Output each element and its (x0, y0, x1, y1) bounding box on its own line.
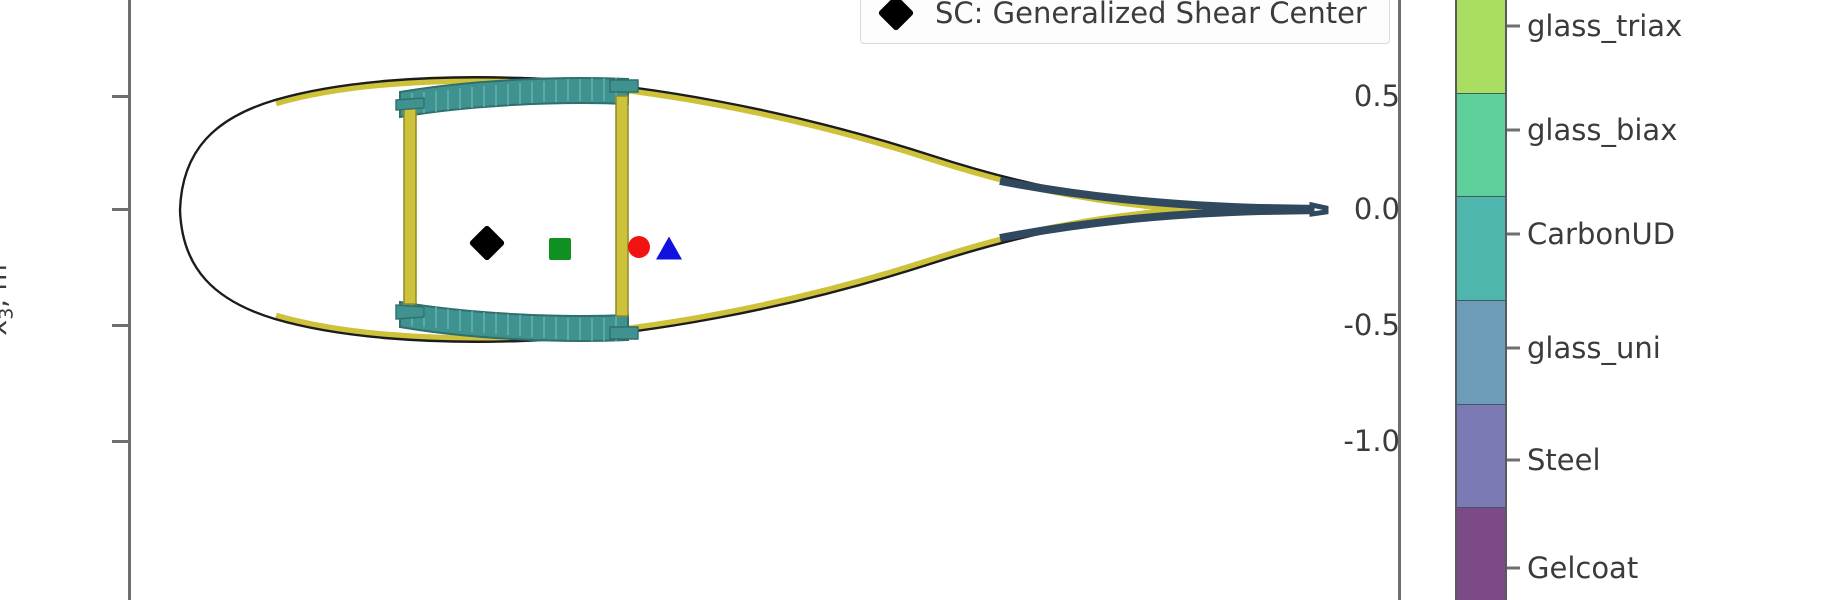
y-tick-label: 0.5 (1353, 79, 1400, 113)
y-tick-mark (112, 208, 128, 211)
y-tick-mark (112, 440, 128, 443)
colorbar-tick-mark (1507, 566, 1520, 570)
trailing-edge-upper-reinforcement (999, 177, 1323, 213)
colorbar-tick-mark (1507, 232, 1520, 236)
colorbar-segment-steel (1457, 404, 1505, 509)
colorbar-tick-label: glass_biax (1527, 113, 1678, 147)
airfoil-outline (178, 76, 1323, 343)
material-colorbar: glass_triax glass_biax CarbonUD glass_un… (1455, 0, 1835, 600)
colorbar-segment-carbonud (1457, 197, 1505, 301)
trailing-edge-lower-reinforcement (999, 206, 1323, 242)
shear-web-aft (615, 95, 629, 317)
axis-spine-left (128, 0, 131, 600)
spar-cap-hatching (411, 78, 617, 341)
colorbar-tick-label: glass_uni (1527, 331, 1661, 365)
colorbar-tick-label: CarbonUD (1527, 217, 1676, 251)
colorbar-segment-gelcoat (1457, 508, 1505, 600)
colorbar-segment-glass_biax (1457, 93, 1505, 198)
colorbar-tick-label: glass_triax (1527, 9, 1683, 43)
colorbar-tick-mark (1507, 458, 1520, 462)
colorbar-tick-label: Gelcoat (1527, 551, 1639, 585)
y-tick-label: 0.0 (1353, 192, 1400, 226)
trailing-edge-tip (1309, 201, 1329, 217)
y-tick-mark (112, 95, 128, 98)
shear-web-forward-top-cap (395, 97, 425, 111)
blade-cross-section (178, 76, 1329, 343)
legend-diamond-icon (877, 0, 915, 32)
shear-web-aft-bottom-cap (609, 326, 639, 340)
marker-red-circle (628, 236, 650, 258)
shear-web-aft-top-cap (609, 79, 639, 93)
colorbar-tick-mark (1507, 24, 1520, 28)
colorbar-tick-mark (1507, 346, 1520, 350)
y-tick-label: -1.0 (1343, 424, 1400, 458)
legend-entry-label: SC: Generalized Shear Center (935, 0, 1367, 30)
colorbar-segment-glass_uni (1457, 300, 1505, 405)
legend[interactable]: SC: Generalized Shear Center (860, 0, 1390, 44)
colorbar-tick-label: Steel (1527, 443, 1601, 477)
marker-green-square (549, 238, 571, 260)
y-tick-label: -0.5 (1343, 308, 1400, 342)
shear-web-forward-bottom-cap (395, 304, 425, 320)
colorbar-tick-mark (1507, 128, 1520, 132)
y-tick-mark (112, 324, 128, 327)
plot-axes: x3, m 0.5 0.0 -0.5 -1.0 (0, 0, 1401, 600)
colorbar-segment-glass_triax (1457, 0, 1505, 94)
axis-spine-right (1398, 0, 1401, 600)
shear-web-forward (403, 103, 417, 305)
marker-blue-triangle (656, 236, 682, 260)
colorbar-gradient (1455, 0, 1507, 600)
